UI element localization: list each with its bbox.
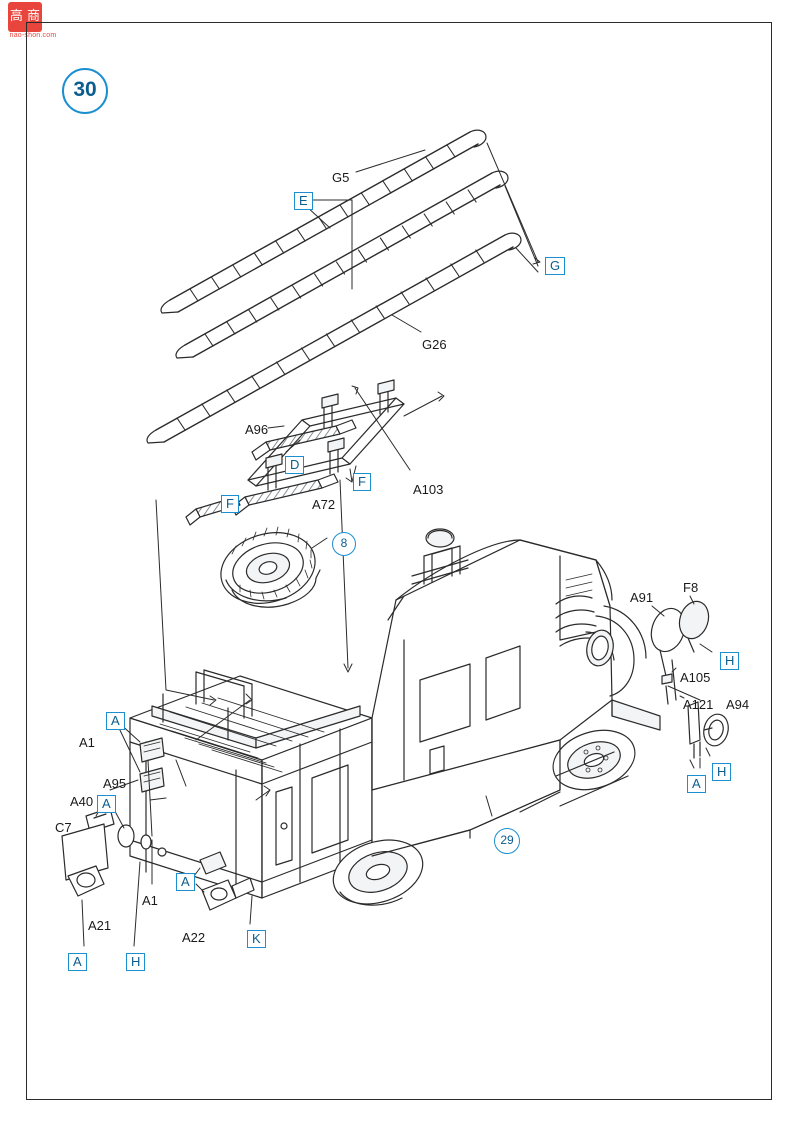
callout-h-bottom: H bbox=[126, 953, 146, 971]
callout-a40: A40 bbox=[70, 794, 94, 809]
callout-a94: A94 bbox=[726, 697, 750, 712]
callout-a121: A121 bbox=[683, 697, 714, 712]
callout-h-right-upper: H bbox=[720, 652, 740, 670]
callout-a72: A72 bbox=[312, 497, 336, 512]
callout-a-left-bottom: A bbox=[176, 873, 195, 891]
callout-subassembly-29: 29 bbox=[494, 828, 520, 854]
page-border bbox=[26, 22, 772, 1100]
callout-a-right: A bbox=[687, 775, 706, 793]
callout-g5: G5 bbox=[332, 170, 350, 185]
callout-a105: A105 bbox=[680, 670, 711, 685]
callout-a-left-mid: A bbox=[97, 795, 116, 813]
callout-a91: A91 bbox=[630, 590, 654, 605]
callout-a21: A21 bbox=[88, 918, 112, 933]
callout-h-right-lower: H bbox=[712, 763, 732, 781]
callout-f8: F8 bbox=[683, 580, 699, 595]
callout-g26: G26 bbox=[422, 337, 447, 352]
callout-k: K bbox=[247, 930, 266, 948]
callout-subassembly-8: 8 bbox=[332, 532, 356, 556]
callout-a1-bottom: A1 bbox=[142, 893, 158, 908]
callout-a22: A22 bbox=[182, 930, 206, 945]
callout-a96: A96 bbox=[245, 422, 269, 437]
callout-a-bottom: A bbox=[68, 953, 87, 971]
callout-f-left: F bbox=[221, 495, 239, 513]
watermark: 高 商 nao-shon.com bbox=[2, 2, 62, 48]
callout-a1-top: A1 bbox=[79, 735, 95, 750]
watermark-logo: 高 商 bbox=[8, 2, 42, 32]
callout-c7: C7 bbox=[55, 820, 72, 835]
callout-d: D bbox=[285, 456, 305, 474]
callout-a103: A103 bbox=[413, 482, 444, 497]
callout-a-left-top: A bbox=[106, 712, 125, 730]
step-number: 30 bbox=[62, 68, 108, 114]
callout-f-right: F bbox=[353, 473, 371, 491]
callout-a95: A95 bbox=[103, 776, 127, 791]
callout-g: G bbox=[545, 257, 566, 275]
callout-e: E bbox=[294, 192, 313, 210]
watermark-url: nao-shon.com bbox=[9, 32, 57, 39]
